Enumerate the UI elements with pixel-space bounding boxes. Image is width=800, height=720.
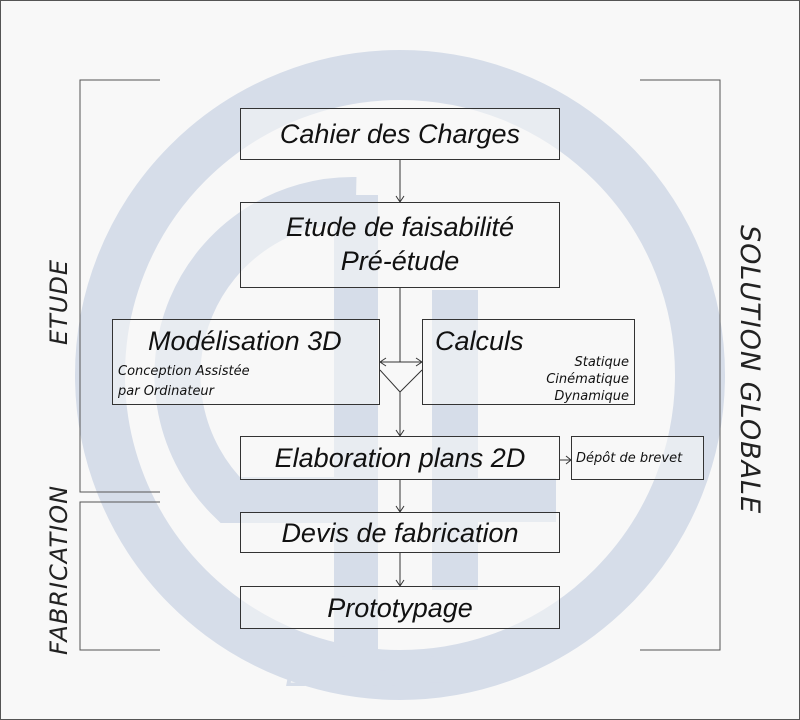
calculs-cinematique: Cinématique <box>546 372 629 387</box>
box-devis-fabrication: Devis de fabrication <box>240 512 560 553</box>
faisabilite-label: Etude de faisabilité <box>285 212 515 242</box>
devis-label: Devis de fabrication <box>281 518 519 548</box>
box-elaboration-plans: Elaboration plans 2D <box>240 436 560 480</box>
connectors <box>79 79 721 651</box>
cao-line-2: par Ordinateur <box>118 384 215 399</box>
calculs-dynamique: Dynamique <box>554 389 629 404</box>
watermark-text: E.I.R.L. <box>285 650 472 696</box>
calculs-label: Calculs <box>435 326 524 356</box>
plans-label: Elaboration plans 2D <box>274 443 526 473</box>
box-etude-faisabilite: Etude de faisabilité Pré-étude <box>240 202 560 288</box>
box-prototypage: Prototypage <box>240 586 560 629</box>
pre-etude-label: Pré-étude <box>340 246 460 276</box>
cao-line-1: Conception Assistée <box>118 364 250 379</box>
etude-label: ETUDE <box>45 258 73 345</box>
brevet-label: Dépôt de brevet <box>576 451 683 466</box>
box-modelisation-3d: Modélisation 3D Conception Assistée par … <box>112 319 380 405</box>
cahier-label: Cahier des Charges <box>279 119 521 149</box>
fabrication-label: FABRICATION <box>45 484 73 655</box>
prototypage-label: Prototypage <box>327 593 473 623</box>
modelisation-label: Modélisation 3D <box>148 326 342 356</box>
box-depot-brevet: Dépôt de brevet <box>571 436 704 480</box>
calculs-statique: Statique <box>574 355 629 370</box>
box-cahier-des-charges: Cahier des Charges <box>240 108 560 160</box>
solution-globale-label: SOLUTION GLOBALE <box>734 225 765 515</box>
box-calculs: Calculs Statique Cinématique Dynamique <box>422 319 635 405</box>
